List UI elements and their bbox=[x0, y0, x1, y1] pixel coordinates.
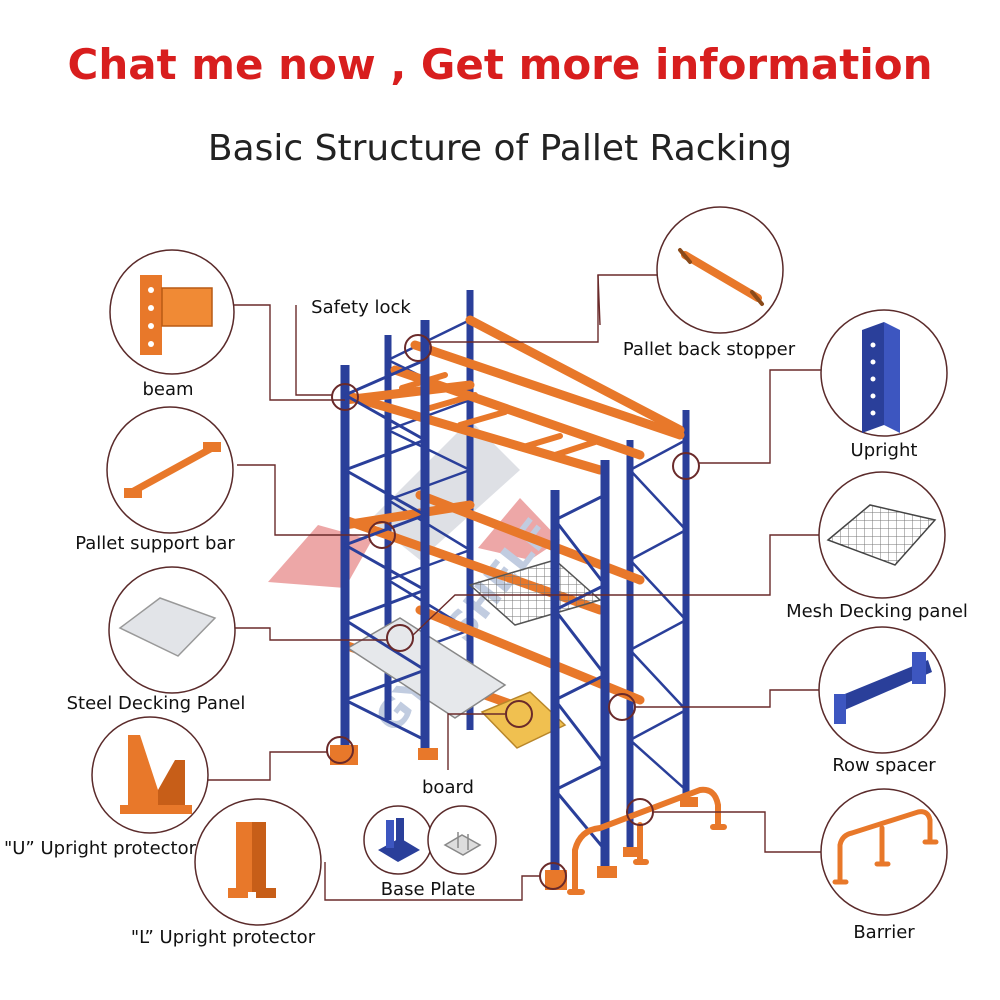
label-beam: beam bbox=[142, 379, 193, 400]
steel-panel-icon bbox=[118, 597, 217, 657]
l-protector-icon bbox=[228, 822, 276, 898]
callout-upright bbox=[820, 309, 948, 437]
rack bbox=[326, 290, 727, 895]
callout-l-upright-protector bbox=[194, 798, 322, 926]
back-stopper-icon bbox=[678, 248, 764, 306]
label-u-upright-protector: "U” Upright protector bbox=[4, 838, 197, 859]
leader-lines bbox=[208, 274, 822, 901]
callout-u-upright-protector bbox=[91, 716, 209, 834]
mesh-decking bbox=[468, 559, 602, 626]
anchor-bolt-icon bbox=[443, 832, 482, 856]
label-steel-decking-panel: Steel Decking Panel bbox=[67, 693, 246, 714]
callout-pallet-support-bar bbox=[106, 406, 234, 534]
wire-mesh-icon bbox=[826, 504, 937, 566]
callout-steel-decking-panel bbox=[108, 566, 236, 694]
callout-base-plate bbox=[363, 805, 497, 875]
upright-column-icon bbox=[862, 322, 900, 433]
front-uprights bbox=[340, 320, 610, 885]
label-row-spacer: Row spacer bbox=[832, 755, 936, 776]
support-bar-icon bbox=[124, 442, 221, 498]
callout-barrier bbox=[820, 788, 948, 916]
u-protector-icon bbox=[120, 735, 192, 814]
page-title: Basic Structure of Pallet Racking bbox=[207, 128, 793, 169]
label-safety-lock: Safety lock bbox=[311, 297, 411, 318]
callout-pallet-back-stopper bbox=[656, 206, 784, 334]
callout-beam bbox=[109, 249, 235, 375]
barrier-icon bbox=[832, 809, 939, 885]
label-base-plate: Base Plate bbox=[381, 879, 476, 900]
base-plate-icon bbox=[378, 818, 420, 862]
callout-row-spacer bbox=[818, 626, 946, 754]
beam-connector-icon bbox=[140, 275, 213, 355]
row-spacer-icon bbox=[834, 652, 932, 724]
front-barrier bbox=[567, 786, 727, 895]
label-board: board bbox=[422, 777, 474, 798]
callout-mesh-decking-panel bbox=[818, 471, 946, 599]
board-panel bbox=[480, 691, 567, 749]
label-mesh-decking-panel: Mesh Decking panel bbox=[786, 601, 968, 622]
label-pallet-back-stopper: Pallet back stopper bbox=[623, 339, 796, 360]
label-barrier: Barrier bbox=[853, 922, 915, 943]
label-l-upright-protector: "L” Upright protector bbox=[131, 927, 316, 948]
headline: Chat me now , Get more information bbox=[67, 40, 933, 89]
label-upright: Upright bbox=[851, 440, 918, 461]
label-pallet-support-bar: Pallet support bar bbox=[75, 533, 235, 554]
front-bracing bbox=[344, 358, 607, 851]
